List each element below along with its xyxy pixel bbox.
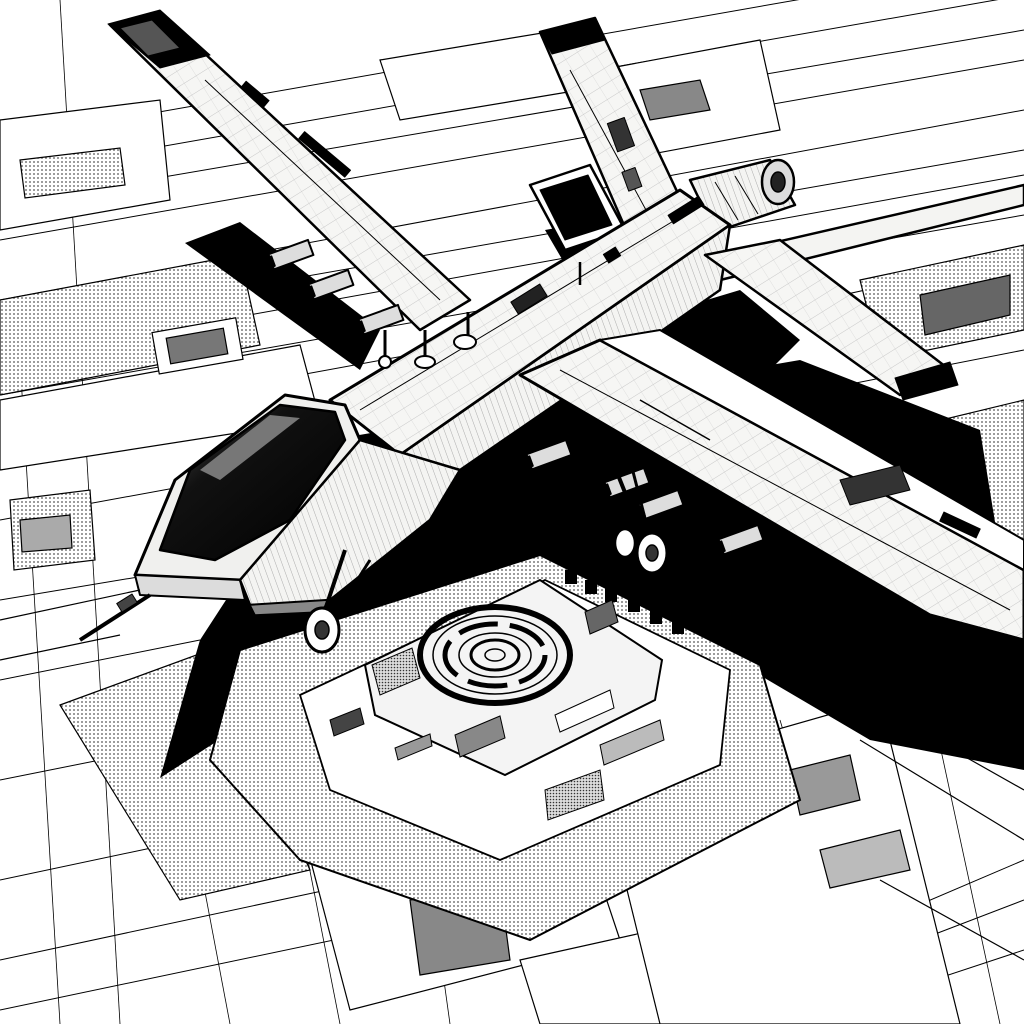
landing-target-icon bbox=[417, 604, 573, 706]
foreground-strokes bbox=[0, 589, 1024, 961]
landing-pad bbox=[208, 553, 802, 942]
wing-rear-right bbox=[703, 238, 959, 401]
fuselage-underside bbox=[238, 438, 462, 616]
landing-gear-icon bbox=[303, 454, 669, 654]
pad-notches bbox=[565, 570, 684, 634]
aircraft-icon bbox=[78, 9, 1024, 654]
nose-probe bbox=[78, 593, 152, 642]
weapon-pods bbox=[260, 238, 765, 556]
wing-upper-left bbox=[107, 9, 472, 332]
wing-lower-right bbox=[518, 329, 1024, 642]
pad-readouts bbox=[329, 599, 665, 821]
pad-screen bbox=[363, 578, 664, 777]
